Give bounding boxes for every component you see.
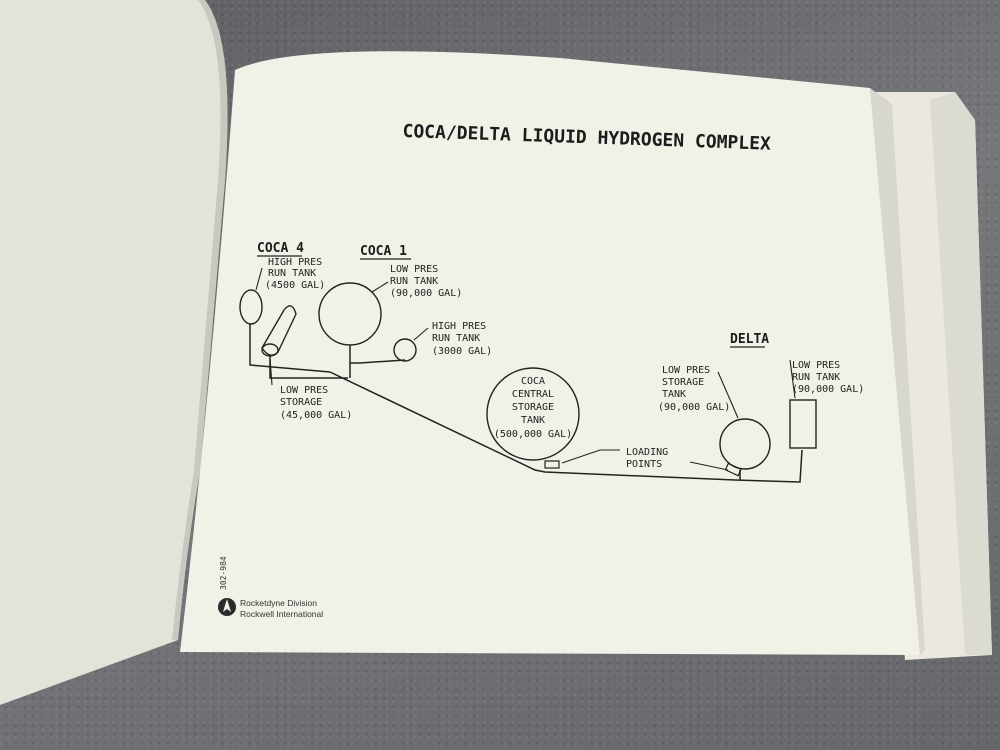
svg-text:HIGH PRES: HIGH PRES xyxy=(268,257,322,268)
coca1-low-tank xyxy=(318,282,382,346)
delta-run-tank xyxy=(789,399,817,449)
label-delta-run: LOW PRES RUN TANK (90,000 GAL) xyxy=(792,360,864,395)
section-coca1: COCA 1 xyxy=(360,244,407,259)
svg-text:(4500 GAL): (4500 GAL) xyxy=(265,280,325,291)
svg-text:RUN TANK: RUN TANK xyxy=(432,333,480,344)
label-coca1-high: HIGH PRES RUN TANK (3000 GAL) xyxy=(432,321,492,357)
svg-text:(90,000 GAL): (90,000 GAL) xyxy=(792,384,864,395)
coca1-high-tank xyxy=(393,338,417,362)
label-coca1-low: LOW PRES RUN TANK (90,000 GAL) xyxy=(390,264,462,299)
svg-text:(45,000 GAL): (45,000 GAL) xyxy=(280,410,352,421)
section-delta: DELTA xyxy=(730,332,769,347)
svg-text:STORAGE: STORAGE xyxy=(280,397,322,408)
svg-text:HIGH PRES: HIGH PRES xyxy=(432,321,486,332)
leader-lines xyxy=(255,267,796,471)
svg-text:LOW PRES: LOW PRES xyxy=(280,385,328,396)
svg-text:LOW PRES: LOW PRES xyxy=(390,264,438,275)
left-page xyxy=(0,0,228,705)
svg-text:STORAGE: STORAGE xyxy=(662,377,704,388)
svg-text:RUN TANK: RUN TANK xyxy=(268,268,316,279)
svg-text:(90,000 GAL): (90,000 GAL) xyxy=(390,288,462,299)
svg-text:(90,000 GAL): (90,000 GAL) xyxy=(658,402,730,413)
main-page xyxy=(180,51,920,655)
delta-storage-tank xyxy=(719,418,771,470)
central-storage-tank xyxy=(486,367,580,461)
coca4-high-tank xyxy=(239,289,263,325)
label-coca4-storage: LOW PRES STORAGE (45,000 GAL) xyxy=(280,385,352,421)
central-loading-point xyxy=(544,460,560,469)
logo-line1: Rocketdyne Division xyxy=(240,598,317,608)
svg-text:TANK: TANK xyxy=(662,389,686,400)
svg-text:RUN TANK: RUN TANK xyxy=(792,372,840,383)
rocketdyne-logo: Rocketdyne Division Rockwell Internation… xyxy=(218,598,323,619)
svg-text:RUN TANK: RUN TANK xyxy=(390,276,438,287)
label-loading-points: LOADING POINTS xyxy=(626,447,668,470)
left-page-shadow xyxy=(172,0,228,640)
svg-text:CENTRAL: CENTRAL xyxy=(512,389,554,400)
svg-text:LOADING: LOADING xyxy=(626,447,668,458)
envelope-flap-shade xyxy=(930,92,992,655)
svg-text:COCA: COCA xyxy=(521,376,545,387)
svg-text:POINTS: POINTS xyxy=(626,459,662,470)
svg-text:(500,000 GAL): (500,000 GAL) xyxy=(494,429,572,440)
svg-text:STORAGE: STORAGE xyxy=(512,402,554,413)
section-coca4: COCA 4 xyxy=(257,241,304,256)
svg-text:(3000 GAL): (3000 GAL) xyxy=(432,346,492,357)
delta-loading-point xyxy=(724,462,742,477)
label-central: COCA CENTRAL STORAGE TANK (500,000 GAL) xyxy=(494,376,572,440)
label-coca4-high: HIGH PRES RUN TANK (4500 GAL) xyxy=(265,257,325,291)
doc-number: 302-984 xyxy=(219,556,228,590)
svg-text:LOW PRES: LOW PRES xyxy=(792,360,840,371)
main-page-edge xyxy=(870,88,925,655)
svg-text:TANK: TANK xyxy=(521,415,545,426)
svg-text:LOW PRES: LOW PRES xyxy=(662,365,710,376)
logo-line2: Rockwell International xyxy=(240,609,323,619)
label-delta-storage: LOW PRES STORAGE TANK (90,000 GAL) xyxy=(658,365,730,413)
coca4-storage-tank xyxy=(261,305,297,357)
